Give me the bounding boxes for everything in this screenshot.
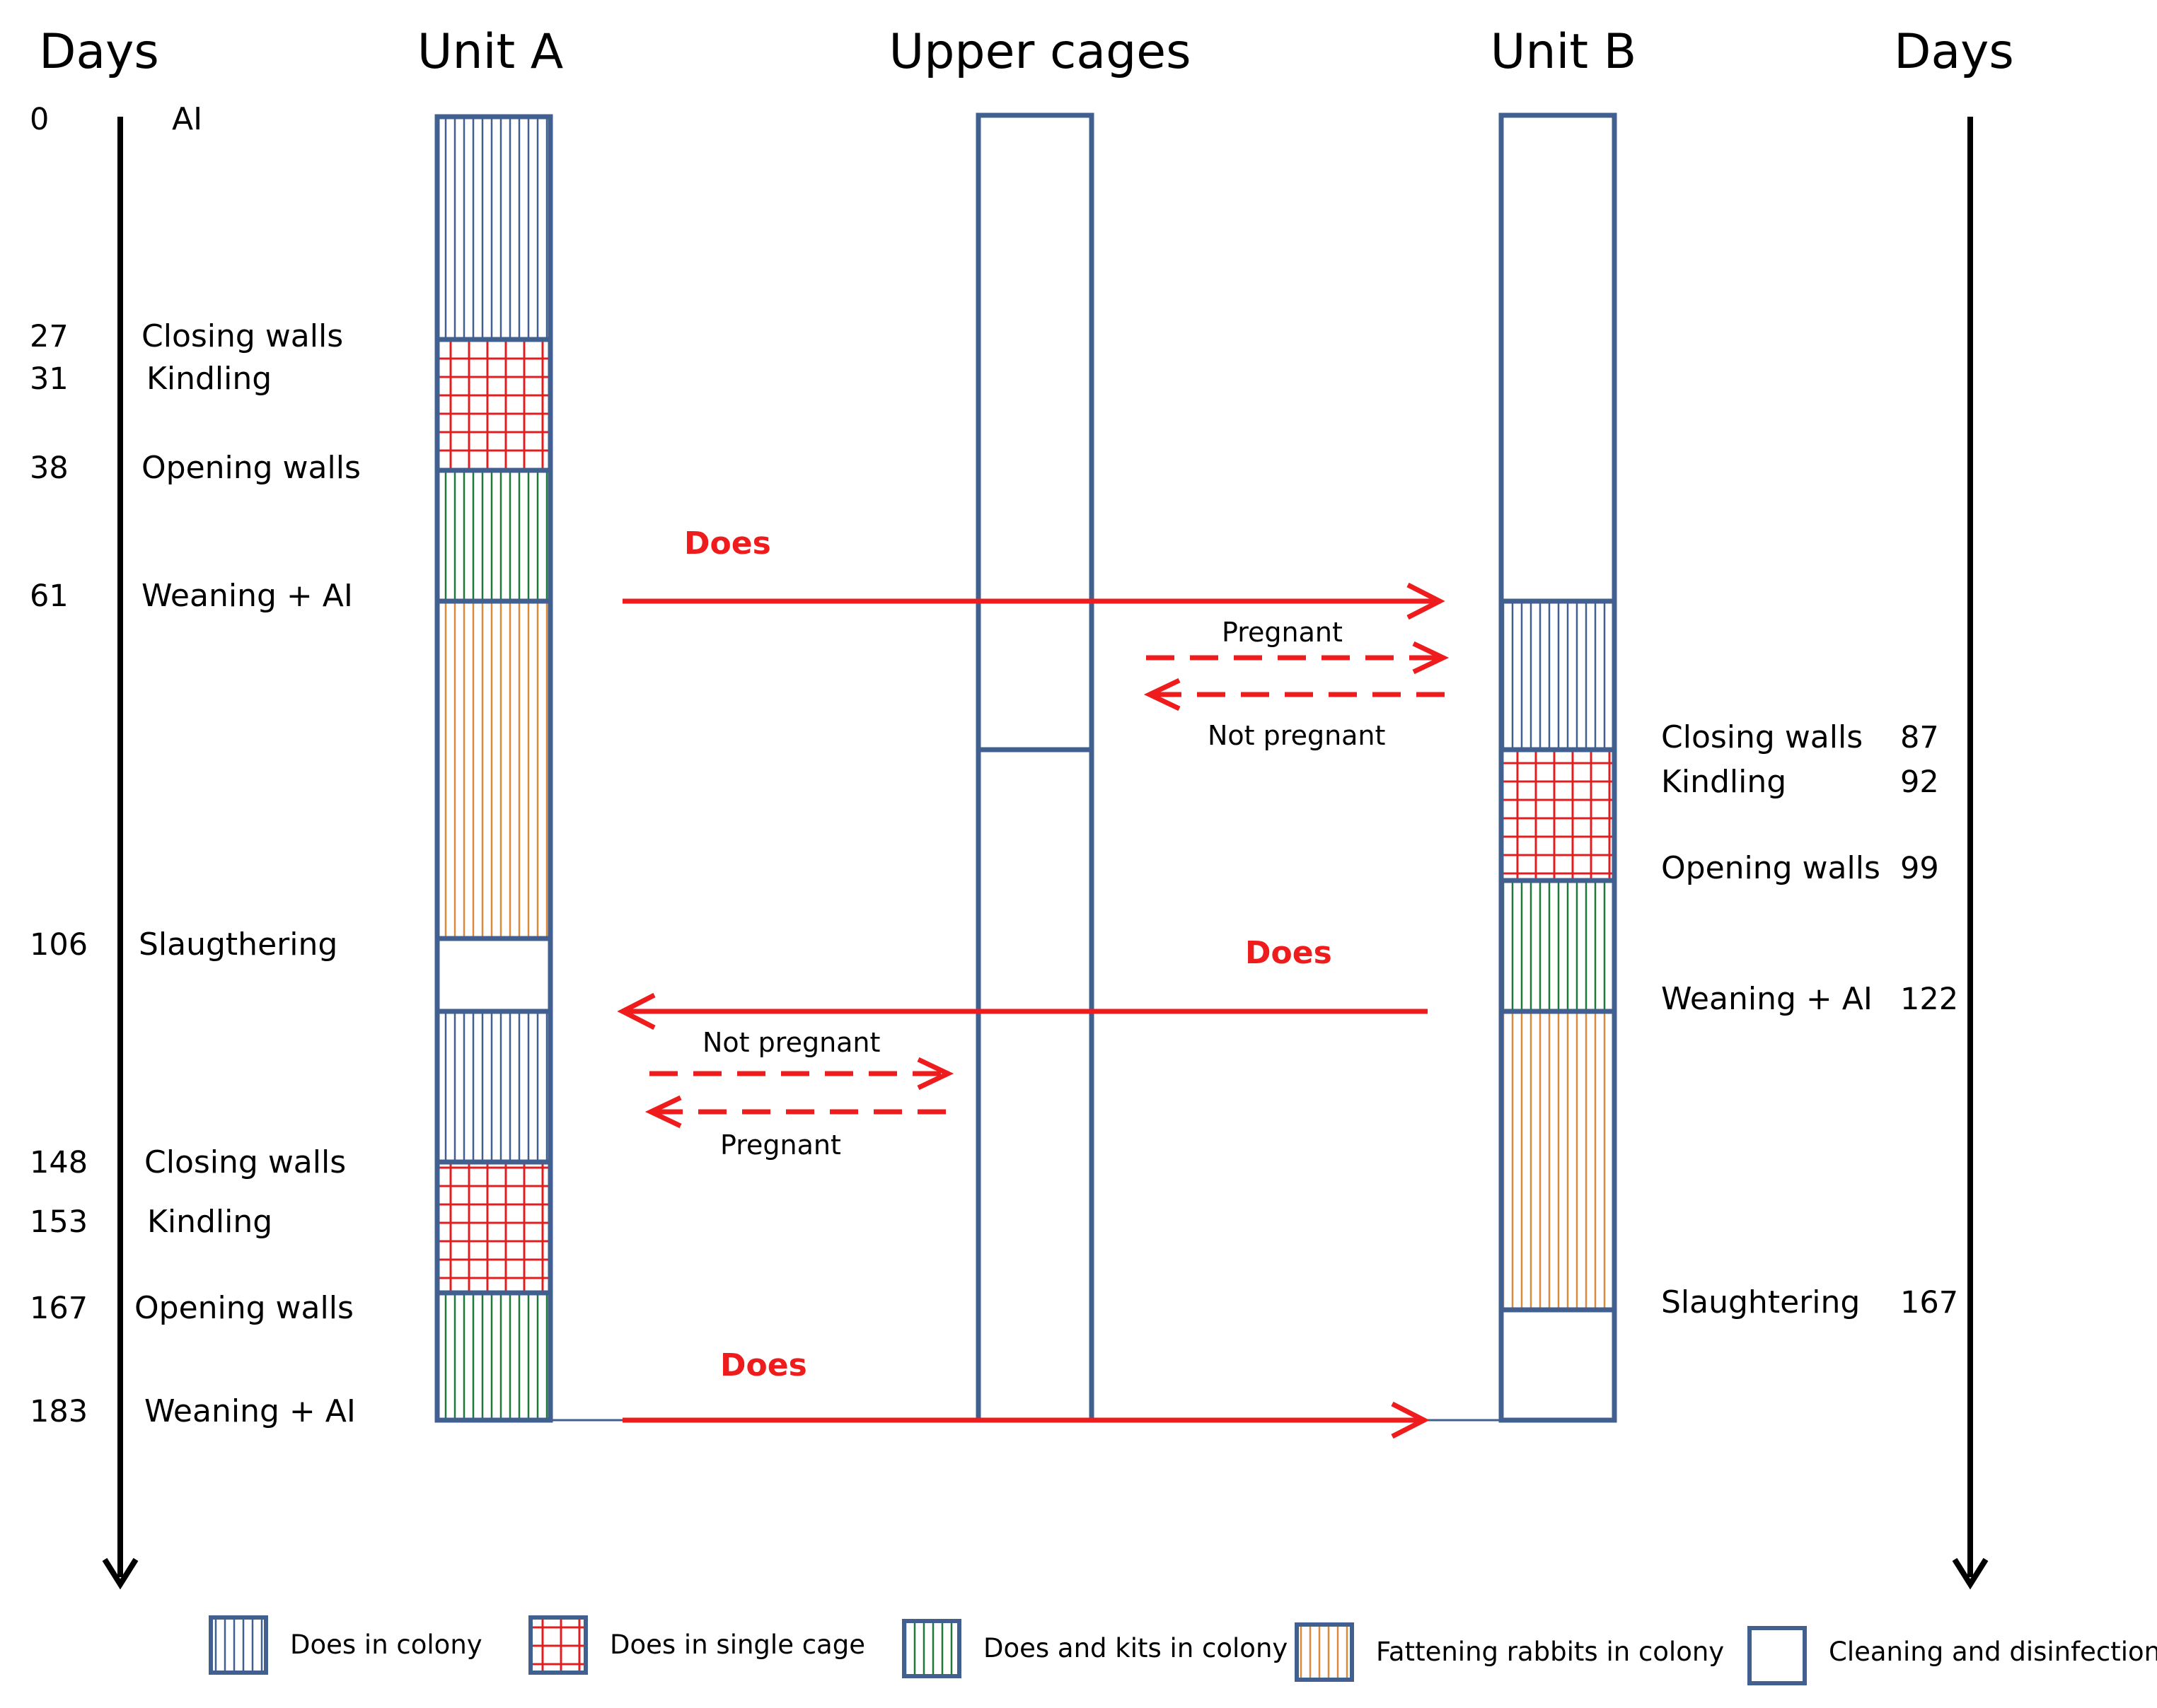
upper-cages-column xyxy=(976,112,1094,1423)
right-event: Kindling xyxy=(1661,764,1786,800)
arrowhead xyxy=(1412,641,1450,675)
right-timeline: Closing walls 87 Kindling 92 Opening wal… xyxy=(1661,719,1958,1320)
unit-b-header: Unit B xyxy=(1491,24,1637,80)
segment-cleaning xyxy=(434,936,553,1014)
arrowhead xyxy=(617,992,656,1030)
upper-cages-header: Upper cages xyxy=(889,24,1191,80)
right-time-axis xyxy=(1952,117,1989,1590)
left-event: Closing walls xyxy=(141,318,343,354)
left-day: 31 xyxy=(30,361,69,397)
legend-swatch-cleaning xyxy=(1747,1626,1807,1685)
left-day: 0 xyxy=(30,102,49,137)
right-event: Weaning + AI xyxy=(1661,981,1873,1017)
segment-does-single xyxy=(434,1159,553,1296)
segment-fattening xyxy=(434,598,553,941)
legend: Does in colony Does in single cage Does … xyxy=(209,1615,2157,1685)
unit-b-column xyxy=(1498,112,1617,1423)
left-event: Closing walls xyxy=(144,1144,346,1180)
legend-label: Fattening rabbits in colony xyxy=(1376,1637,1724,1667)
right-event: Slaughtering xyxy=(1661,1284,1860,1320)
left-day: 167 xyxy=(30,1291,88,1326)
legend-label: Does in colony xyxy=(290,1629,482,1660)
segment-does-kits xyxy=(434,467,553,604)
segment-does-single xyxy=(1498,747,1617,883)
transfer-arrows: Does Pregnant Not pregnant Does Not preg… xyxy=(617,525,1450,1439)
legend-swatch-does-kits xyxy=(902,1619,961,1678)
right-event: Opening walls xyxy=(1661,850,1880,886)
left-day: 106 xyxy=(30,927,88,963)
not-pregnant-label: Not pregnant xyxy=(702,1027,880,1058)
segment-fattening xyxy=(1498,1009,1617,1313)
segment-does-colony xyxy=(1498,598,1617,753)
does-label: Does xyxy=(1245,935,1332,971)
upper-cage-bottom xyxy=(976,747,1094,1423)
right-day: 92 xyxy=(1900,765,1939,800)
segment-does-colony xyxy=(434,114,553,342)
days-right-header: Days xyxy=(1894,24,2014,80)
left-event: Kindling xyxy=(146,361,272,397)
does-label: Does xyxy=(720,1347,807,1383)
legend-swatch-does-colony xyxy=(209,1615,268,1675)
right-event: Closing walls xyxy=(1661,719,1863,755)
right-day: 87 xyxy=(1900,720,1939,755)
left-day: 183 xyxy=(30,1394,88,1429)
does-label: Does xyxy=(684,525,771,562)
left-event: Slaugthering xyxy=(139,926,337,963)
left-day: 38 xyxy=(30,451,69,486)
arrowhead xyxy=(1391,1401,1430,1439)
right-day: 167 xyxy=(1900,1285,1958,1320)
arrowhead xyxy=(917,1057,954,1091)
arrowhead xyxy=(1143,678,1181,711)
legend-label: Cleaning and disinfection xyxy=(1829,1637,2157,1667)
legend-swatch-fattening xyxy=(1295,1622,1354,1682)
left-timeline: 0 AI 27 Closing walls 31 Kindling 38 Ope… xyxy=(30,101,361,1429)
right-day: 99 xyxy=(1900,851,1939,886)
legend-label: Does in single cage xyxy=(610,1629,865,1660)
left-event: Opening walls xyxy=(134,1290,354,1326)
left-event: Weaning + AI xyxy=(144,1393,356,1429)
left-time-axis xyxy=(102,117,139,1590)
segment-cleaning xyxy=(1498,1307,1617,1423)
legend-label: Does and kits in colony xyxy=(983,1633,1288,1663)
left-day: 27 xyxy=(30,319,69,354)
segment-does-kits xyxy=(434,1290,553,1423)
legend-swatch-does-single xyxy=(528,1615,588,1675)
left-day: 61 xyxy=(30,579,69,614)
unit-a-header: Unit A xyxy=(417,24,564,80)
left-event: Weaning + AI xyxy=(141,578,353,614)
left-day: 148 xyxy=(30,1145,88,1180)
left-event: Opening walls xyxy=(141,450,361,486)
left-event: AI xyxy=(172,101,202,137)
not-pregnant-label: Not pregnant xyxy=(1208,720,1385,751)
arrowhead xyxy=(644,1095,682,1129)
left-event: Kindling xyxy=(147,1204,272,1240)
arrowhead xyxy=(1406,582,1445,620)
segment-does-colony xyxy=(434,1009,553,1165)
segment-does-single xyxy=(434,337,553,473)
pregnant-label: Pregnant xyxy=(1222,617,1343,648)
days-left-header: Days xyxy=(39,24,159,80)
right-day: 122 xyxy=(1900,982,1958,1017)
upper-cage-top xyxy=(976,112,1094,753)
pregnant-label: Pregnant xyxy=(720,1129,841,1161)
segment-does-kits xyxy=(1498,878,1617,1014)
unit-a-column xyxy=(434,114,553,1423)
segment-cleaning xyxy=(1498,112,1617,604)
left-day: 153 xyxy=(30,1204,88,1240)
